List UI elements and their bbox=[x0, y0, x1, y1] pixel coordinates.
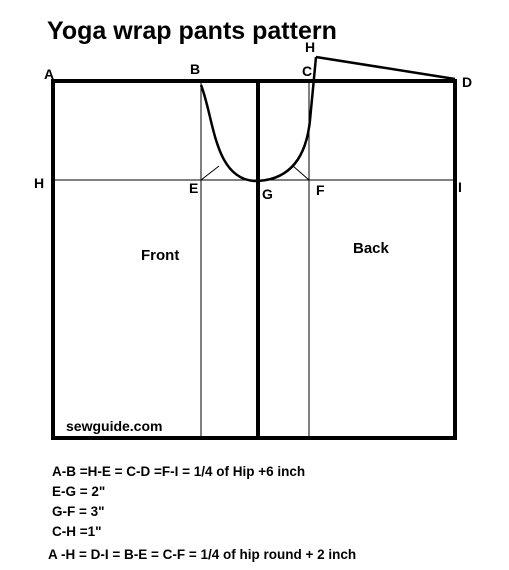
point-label-g: G bbox=[262, 186, 273, 202]
point-label-h-top: H bbox=[305, 39, 316, 55]
watermark: sewguide.com bbox=[66, 418, 163, 434]
point-label-b: B bbox=[190, 61, 201, 77]
point-label-e: E bbox=[189, 180, 199, 196]
crotch-curve bbox=[199, 56, 318, 183]
front-crotch-diagonal bbox=[200, 165, 220, 181]
formula-line-2: E-G = 2" bbox=[52, 484, 106, 499]
formula-line-3: G-F = 3" bbox=[52, 504, 105, 519]
point-label-a: A bbox=[44, 66, 55, 82]
point-label-f: F bbox=[316, 182, 325, 198]
front-region-label: Front bbox=[141, 247, 180, 264]
point-label-d: D bbox=[462, 74, 473, 90]
formula-line-5: A -H = D-I = B-E = C-F = 1/4 of hip roun… bbox=[48, 547, 357, 562]
back-crotch-diagonal bbox=[292, 165, 310, 181]
back-region-label: Back bbox=[353, 240, 389, 257]
point-label-i: I bbox=[458, 179, 462, 195]
point-label-h-left: H bbox=[34, 175, 45, 191]
pattern-outline bbox=[51, 79, 457, 440]
formula-line-4: C-H =1" bbox=[52, 524, 102, 539]
back-waist-line bbox=[315, 55, 456, 81]
diagram-title: Yoga wrap pants pattern bbox=[47, 17, 337, 45]
point-label-c: C bbox=[302, 63, 313, 79]
formula-line-1: A-B =H-E = C-D =F-I = 1/4 of Hip +6 inch bbox=[52, 464, 306, 479]
